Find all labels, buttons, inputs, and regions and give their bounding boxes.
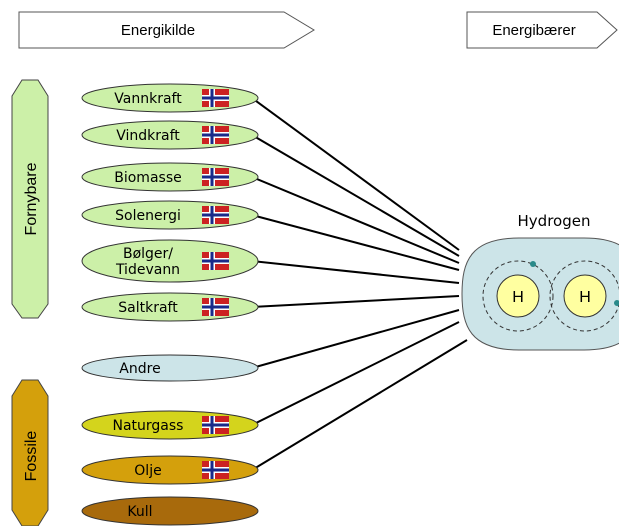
header-energibaerer: Energibærer bbox=[466, 11, 618, 49]
norway-flag-icon bbox=[202, 168, 229, 186]
source-solenergi: Solenergi bbox=[81, 200, 259, 230]
source-naturgass: Naturgass bbox=[81, 410, 259, 440]
energy-sources: VannkraftVindkraftBiomasseSolenergiBølge… bbox=[81, 83, 259, 526]
hydrogen-atom-right-label: H bbox=[579, 289, 591, 306]
header-energikilde-label: Energikilde bbox=[121, 22, 195, 39]
norway-flag-icon bbox=[202, 206, 229, 224]
electron-left bbox=[530, 261, 536, 267]
source-label: Andre bbox=[119, 361, 160, 377]
source-label: Vindkraft bbox=[116, 128, 180, 144]
connection-line-olje bbox=[251, 339, 468, 471]
source-label: Vannkraft bbox=[114, 91, 182, 107]
source-label: Saltkraft bbox=[118, 300, 178, 316]
connection-line-vindkraft bbox=[251, 134, 460, 257]
source-andre: Andre bbox=[81, 354, 259, 382]
source-label: Naturgass bbox=[113, 418, 184, 434]
connection-line-bolger-tidevann bbox=[251, 260, 460, 284]
electron-orbit-left bbox=[482, 260, 554, 332]
source-kull: Kull bbox=[81, 496, 259, 526]
norway-flag-icon bbox=[202, 252, 229, 270]
source-label: Solenergi bbox=[115, 208, 181, 224]
source-vindkraft: Vindkraft bbox=[81, 120, 259, 150]
header-energibaerer-label: Energibærer bbox=[492, 22, 575, 39]
source-ellipse-bolger-tidevann bbox=[81, 239, 259, 283]
source-label: Kull bbox=[127, 504, 152, 520]
norway-flag-icon bbox=[202, 89, 229, 107]
source-ellipse-olje bbox=[81, 455, 259, 485]
source-label: Biomasse bbox=[114, 170, 181, 186]
connection-line-andre bbox=[251, 309, 460, 369]
hydrogen-title: Hydrogen bbox=[518, 212, 591, 230]
source-label: Olje bbox=[134, 463, 161, 479]
norway-flag-icon bbox=[202, 461, 229, 479]
electron-orbit-right bbox=[549, 260, 619, 332]
connection-lines bbox=[251, 97, 468, 471]
header-energikilde: Energikilde bbox=[18, 11, 315, 49]
hydrogen-molecule: Hydrogen H H bbox=[461, 212, 619, 351]
connection-line-vannkraft bbox=[251, 97, 460, 251]
source-label: Tidevann bbox=[115, 262, 180, 278]
source-saltkraft: Saltkraft bbox=[81, 292, 259, 322]
connection-line-saltkraft bbox=[251, 295, 460, 308]
category-fossile-label: Fossile bbox=[23, 431, 40, 482]
source-olje: Olje bbox=[81, 455, 259, 485]
electron-right bbox=[614, 300, 619, 306]
source-ellipse-andre bbox=[81, 354, 259, 382]
hydrogen-atom-left-label: H bbox=[512, 289, 524, 306]
source-biomasse: Biomasse bbox=[81, 162, 259, 192]
source-ellipse-kull bbox=[81, 496, 259, 526]
hydrogen-atom-right bbox=[563, 274, 607, 318]
category-fornybare-label: Fornybare bbox=[23, 162, 40, 235]
norway-flag-icon bbox=[202, 126, 229, 144]
norway-flag-icon bbox=[202, 416, 229, 434]
connection-line-naturgass bbox=[251, 321, 460, 426]
category-fossile: Fossile bbox=[11, 379, 49, 526]
connection-line-solenergi bbox=[251, 214, 460, 271]
source-label: Bølger/ bbox=[123, 246, 173, 262]
connection-line-biomasse bbox=[251, 176, 460, 264]
norway-flag-icon bbox=[202, 298, 229, 316]
hydrogen-atom-left bbox=[496, 274, 540, 318]
source-bolger-tidevann: Bølger/Tidevann bbox=[81, 239, 259, 283]
source-vannkraft: Vannkraft bbox=[81, 83, 259, 113]
hydrogen-molecule-body bbox=[461, 237, 619, 351]
category-fornybare: Fornybare bbox=[11, 79, 49, 319]
